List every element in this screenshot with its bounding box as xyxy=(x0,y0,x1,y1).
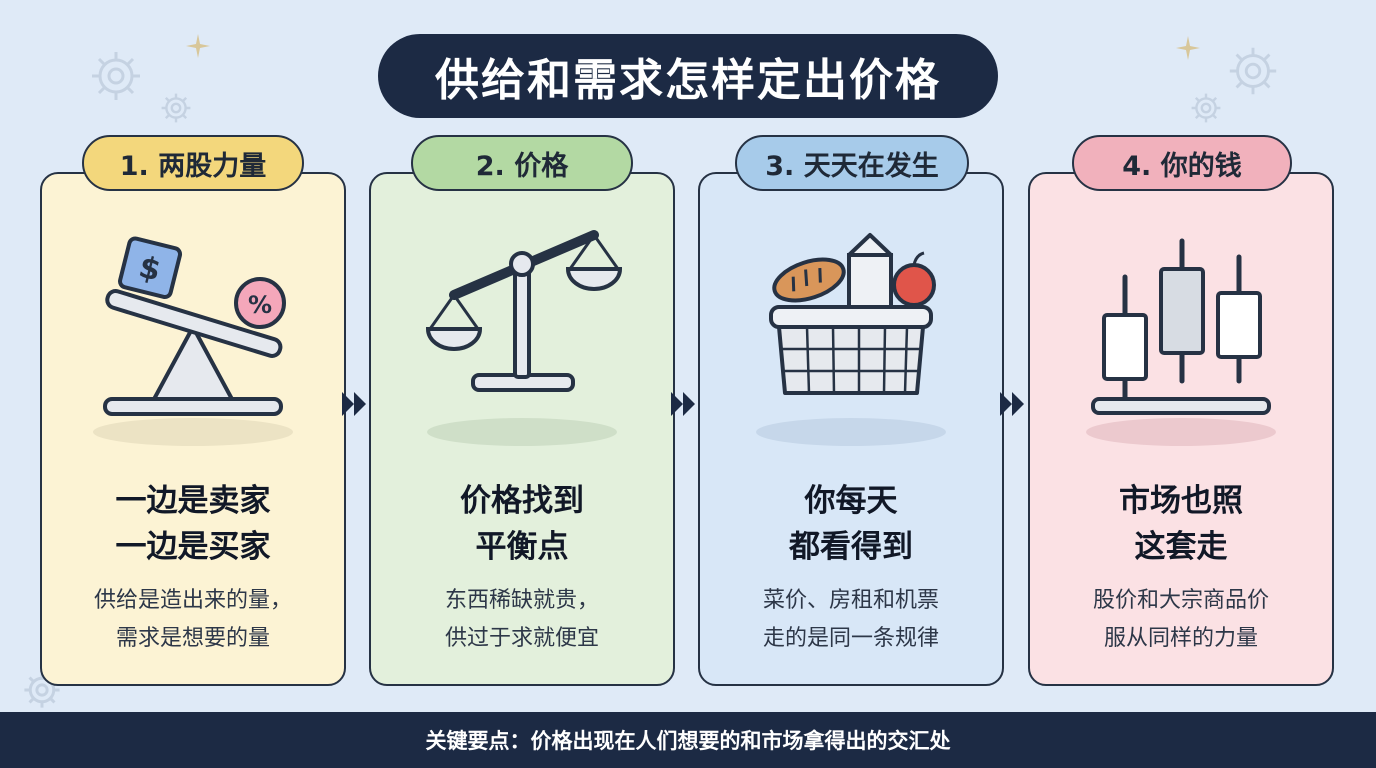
percent-sign: % xyxy=(248,291,272,319)
tab-two-forces: 1. 两股力量 xyxy=(82,135,304,191)
balance-scale-icon xyxy=(425,230,623,446)
chevron-right-icon xyxy=(342,392,366,416)
chevron-right-icon xyxy=(1000,392,1024,416)
tab-every-day: 3. 天天在发生 xyxy=(735,135,969,191)
gear-icon xyxy=(1229,47,1277,95)
tab-your-money: 4. 你的钱 xyxy=(1072,135,1292,191)
gear-icon xyxy=(92,52,140,100)
card-heading: 一边是卖家 一边是买家 xyxy=(115,483,271,565)
sparkle-icon xyxy=(1176,36,1200,60)
gear-icon xyxy=(1191,93,1221,123)
card-description: 股价和大宗商品价 服从同样的力量 xyxy=(1092,588,1269,651)
card-description: 供给是造出来的量， 需求是想要的量 xyxy=(93,588,292,651)
card-heading: 价格找到 平衡点 xyxy=(460,483,584,565)
card-description: 东西稀缺就贵， 供过于求就便宜 xyxy=(444,588,599,651)
title-banner: 供给和需求怎样定出价格 xyxy=(378,34,998,118)
seesaw-icon: $ % xyxy=(93,236,293,446)
card-heading: 你每天 都看得到 xyxy=(789,483,913,565)
key-takeaway: 关键要点：价格出现在人们想要的和市场拿得出的交汇处 xyxy=(425,729,951,753)
gear-icon xyxy=(161,93,191,123)
grocery-basket-icon xyxy=(756,233,946,446)
card-heading: 市场也照 这套走 xyxy=(1119,483,1243,565)
card-description: 菜价、房租和机票 走的是同一条规律 xyxy=(762,588,939,651)
candlestick-chart-icon xyxy=(1086,238,1276,446)
tab-price: 2. 价格 xyxy=(411,135,633,191)
footer-banner: 关键要点：价格出现在人们想要的和市场拿得出的交汇处 xyxy=(0,712,1376,768)
sparkle-icon xyxy=(186,34,210,58)
chevron-right-icon xyxy=(671,392,695,416)
page-title: 供给和需求怎样定出价格 xyxy=(435,55,941,106)
